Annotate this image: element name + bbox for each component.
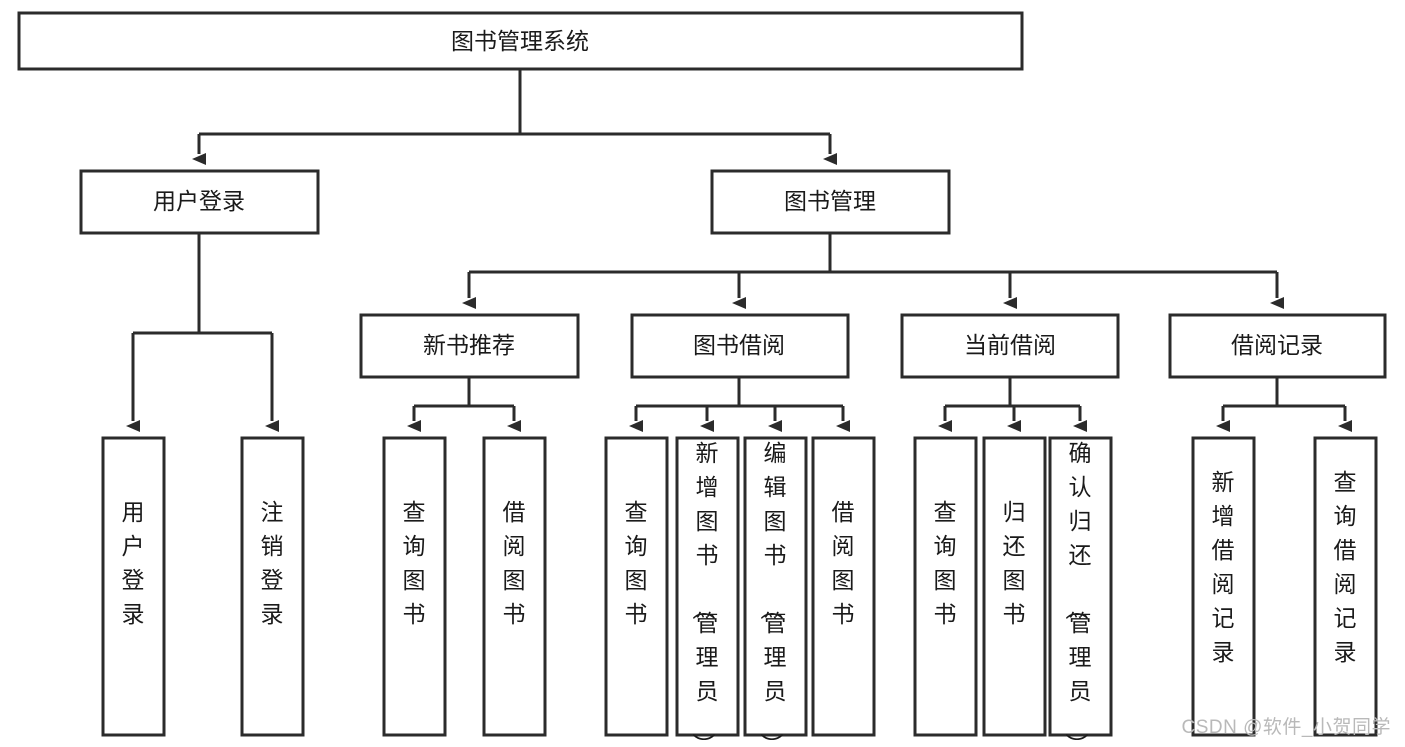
node-current-borrow[interactable]: 当前借阅 <box>900 313 1120 379</box>
leaf-confirm-return-label: 确认归还（管理员） <box>1064 440 1092 747</box>
leaf-borrow-book-1[interactable]: 借阅图书 <box>482 436 547 737</box>
leaf-user-login[interactable]: 用户登录 <box>101 436 166 737</box>
leaf-edit-book-label: 编辑图书（管理员） <box>759 440 787 747</box>
leaf-user-login-label: 用户登录 <box>122 499 145 627</box>
leaf-return-book[interactable]: 归还图书 <box>982 436 1047 737</box>
leaf-query-book-1-label: 查询图书 <box>403 499 426 627</box>
node-current-borrow-box[interactable] <box>900 313 1120 379</box>
leaf-logout-login-box[interactable] <box>240 436 305 737</box>
leaf-logout-login-label: 注销登录 <box>261 499 284 627</box>
leaf-return-book-label: 归还图书 <box>1003 499 1026 627</box>
leaf-borrow-book-1-label: 借阅图书 <box>503 499 526 627</box>
leaf-add-record-box[interactable] <box>1191 436 1256 737</box>
edge-layer <box>126 69 1352 432</box>
node-book-borrow-label: 图书借阅 <box>693 332 785 358</box>
edge-current-borrow-bus <box>945 377 1080 408</box>
leaf-query-record-label: 查询借阅记录 <box>1334 469 1357 665</box>
edge-user-login-bus <box>133 233 272 335</box>
node-user-login[interactable]: 用户登录 <box>79 169 320 235</box>
leaf-query-book-1-box[interactable] <box>382 436 447 737</box>
node-root[interactable]: 图书管理系统 <box>17 11 1024 71</box>
node-new-book-recommend-box[interactable] <box>359 313 580 379</box>
node-current-borrow-label: 当前借阅 <box>964 332 1056 358</box>
leaf-return-book-box[interactable] <box>982 436 1047 737</box>
node-book-borrow-box[interactable] <box>630 313 850 379</box>
node-user-login-box[interactable] <box>79 169 320 235</box>
edge-book-borrow-bus <box>636 377 843 408</box>
leaf-confirm-return[interactable]: 确认归还（管理员） <box>1048 436 1113 747</box>
leaf-add-record-label: 新增借阅记录 <box>1212 469 1235 665</box>
leaf-query-book-2-label: 查询图书 <box>625 499 648 627</box>
node-borrow-record[interactable]: 借阅记录 <box>1168 313 1387 379</box>
node-book-borrow[interactable]: 图书借阅 <box>630 313 850 379</box>
node-user-login-label: 用户登录 <box>153 188 245 214</box>
node-root-label: 图书管理系统 <box>451 28 589 54</box>
leaf-query-record[interactable]: 查询借阅记录 <box>1313 436 1378 737</box>
node-book-manage-box[interactable] <box>710 169 951 235</box>
leaf-query-book-1[interactable]: 查询图书 <box>382 436 447 737</box>
edge-root-bus <box>199 69 830 136</box>
leaf-query-book-3[interactable]: 查询图书 <box>913 436 978 737</box>
node-root-box[interactable] <box>17 11 1024 71</box>
leaf-query-book-2[interactable]: 查询图书 <box>604 436 669 737</box>
leaf-borrow-book-2[interactable]: 借阅图书 <box>811 436 876 737</box>
leaf-user-login-box[interactable] <box>101 436 166 737</box>
node-borrow-record-box[interactable] <box>1168 313 1387 379</box>
leaf-query-record-box[interactable] <box>1313 436 1378 737</box>
leaf-edit-book[interactable]: 编辑图书（管理员） <box>743 436 808 747</box>
node-new-book-recommend-label: 新书推荐 <box>423 332 515 358</box>
node-book-manage[interactable]: 图书管理 <box>710 169 951 235</box>
leaf-borrow-book-2-box[interactable] <box>811 436 876 737</box>
leaf-add-book-box[interactable] <box>675 436 740 737</box>
leaf-add-book[interactable]: 新增图书（管理员） <box>675 436 740 747</box>
leaf-borrow-book-2-label: 借阅图书 <box>832 499 855 627</box>
node-book-manage-label: 图书管理 <box>784 188 876 214</box>
node-borrow-record-label: 借阅记录 <box>1231 332 1323 358</box>
edge-new-book-bus <box>414 377 514 408</box>
edge-borrow-record-bus <box>1223 377 1345 408</box>
edge-book-manage-bus <box>469 233 1277 274</box>
leaf-edit-book-box[interactable] <box>743 436 808 737</box>
leaf-query-book-3-label: 查询图书 <box>934 499 957 627</box>
leaf-query-book-2-box[interactable] <box>604 436 669 737</box>
leaf-query-book-3-box[interactable] <box>913 436 978 737</box>
leaf-confirm-return-box[interactable] <box>1048 436 1113 737</box>
node-new-book-recommend[interactable]: 新书推荐 <box>359 313 580 379</box>
leaf-add-book-label: 新增图书（管理员） <box>691 440 719 747</box>
leaf-borrow-book-1-box[interactable] <box>482 436 547 737</box>
leaf-add-record[interactable]: 新增借阅记录 <box>1191 436 1256 737</box>
leaf-logout-login[interactable]: 注销登录 <box>240 436 305 737</box>
